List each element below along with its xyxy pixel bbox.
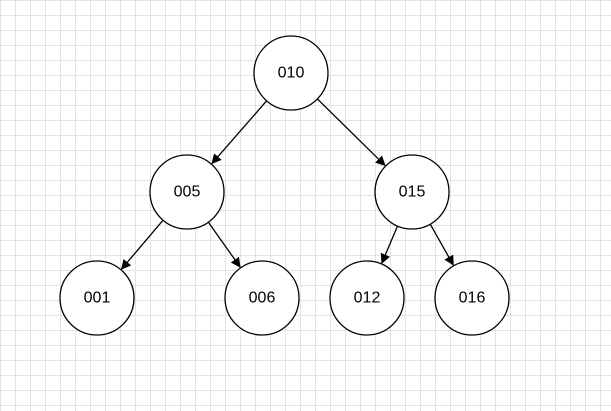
- node-circle: [59, 260, 135, 336]
- node-label: 001: [84, 290, 111, 307]
- edges: [120, 98, 454, 270]
- node-circle: [253, 35, 329, 111]
- tree-node-005[interactable]: 005: [149, 154, 225, 230]
- tree-node-010[interactable]: 010: [253, 35, 329, 111]
- edge-010-to-015: [316, 98, 386, 167]
- tree-node-012[interactable]: 012: [329, 260, 405, 336]
- node-label: 006: [249, 290, 276, 307]
- node-circle: [434, 260, 510, 336]
- node-label: 010: [278, 65, 305, 82]
- edge-005-to-001: [120, 219, 164, 270]
- tree-node-001[interactable]: 001: [59, 260, 135, 336]
- node-circle: [149, 154, 225, 230]
- tree-node-006[interactable]: 006: [224, 260, 300, 336]
- node-circle: [329, 260, 405, 336]
- node-label: 016: [459, 290, 486, 307]
- edge-005-to-006: [207, 221, 241, 268]
- node-circle: [374, 154, 450, 230]
- tree-node-016[interactable]: 016: [434, 260, 510, 336]
- node-label: 012: [354, 290, 381, 307]
- edge-015-to-016: [429, 223, 454, 266]
- edge-015-to-012: [380, 225, 399, 264]
- node-circle: [224, 260, 300, 336]
- node-label: 015: [399, 184, 426, 201]
- nodes: 010 005 015 001 006 012 016: [59, 35, 510, 336]
- tree-node-015[interactable]: 015: [374, 154, 450, 230]
- node-label: 005: [174, 184, 201, 201]
- edge-010-to-005: [211, 100, 268, 165]
